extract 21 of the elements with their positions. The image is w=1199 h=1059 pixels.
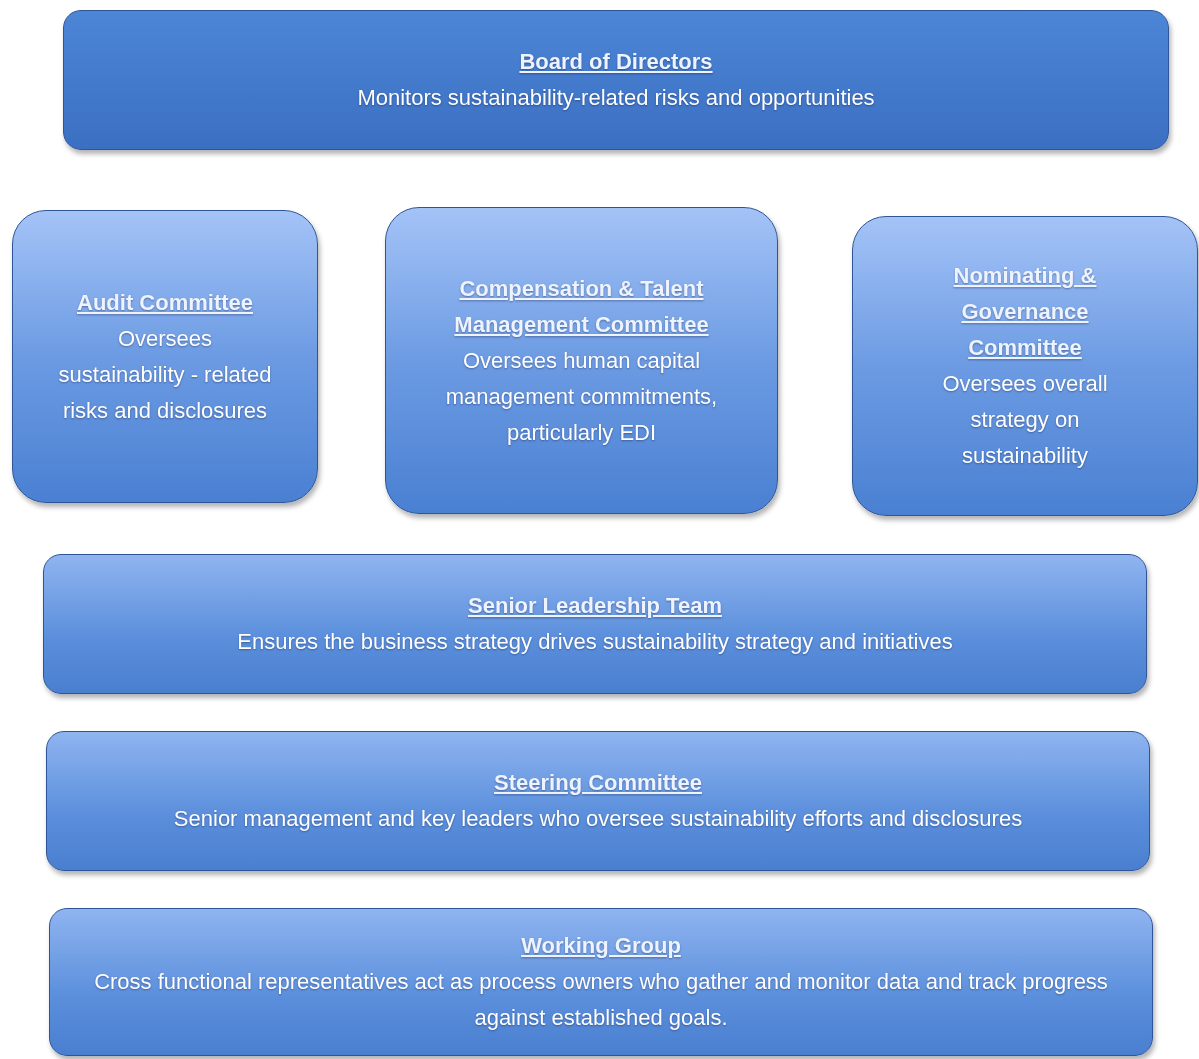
box-description: Oversees sustainability - related risks and disclosures bbox=[57, 324, 273, 425]
org-box bbox=[852, 216, 1198, 516]
box-description: Cross functional representatives act as process owners who gather and monitor data and track progress against established goals. bbox=[93, 968, 1109, 1032]
box-heading: Working Group bbox=[521, 932, 681, 960]
org-box bbox=[43, 554, 1147, 694]
box-description: Oversees human capital management commitments, particularly EDI bbox=[444, 346, 719, 447]
org-box bbox=[49, 908, 1153, 1056]
box-heading: Nominating & Governance Committee bbox=[952, 262, 1098, 362]
org-box bbox=[63, 10, 1169, 150]
box-description: Monitors sustainability-related risks and opportunities bbox=[357, 84, 875, 112]
box-heading: Steering Committee bbox=[494, 769, 702, 797]
box-heading: Board of Directors bbox=[519, 48, 713, 76]
box-description: Senior management and key leaders who oversee sustainability efforts and disclosures bbox=[173, 805, 1023, 833]
box-description: Ensures the business strategy drives sustainability strategy and initiatives bbox=[237, 628, 953, 656]
org-box bbox=[46, 731, 1150, 871]
box-heading: Audit Committee bbox=[77, 288, 253, 317]
org-box bbox=[385, 207, 778, 514]
box-description: Oversees overall strategy on sustainability bbox=[941, 370, 1109, 470]
box-heading: Compensation & Talent Management Committee bbox=[453, 274, 710, 339]
org-box bbox=[12, 210, 318, 503]
box-heading: Senior Leadership Team bbox=[468, 592, 722, 620]
